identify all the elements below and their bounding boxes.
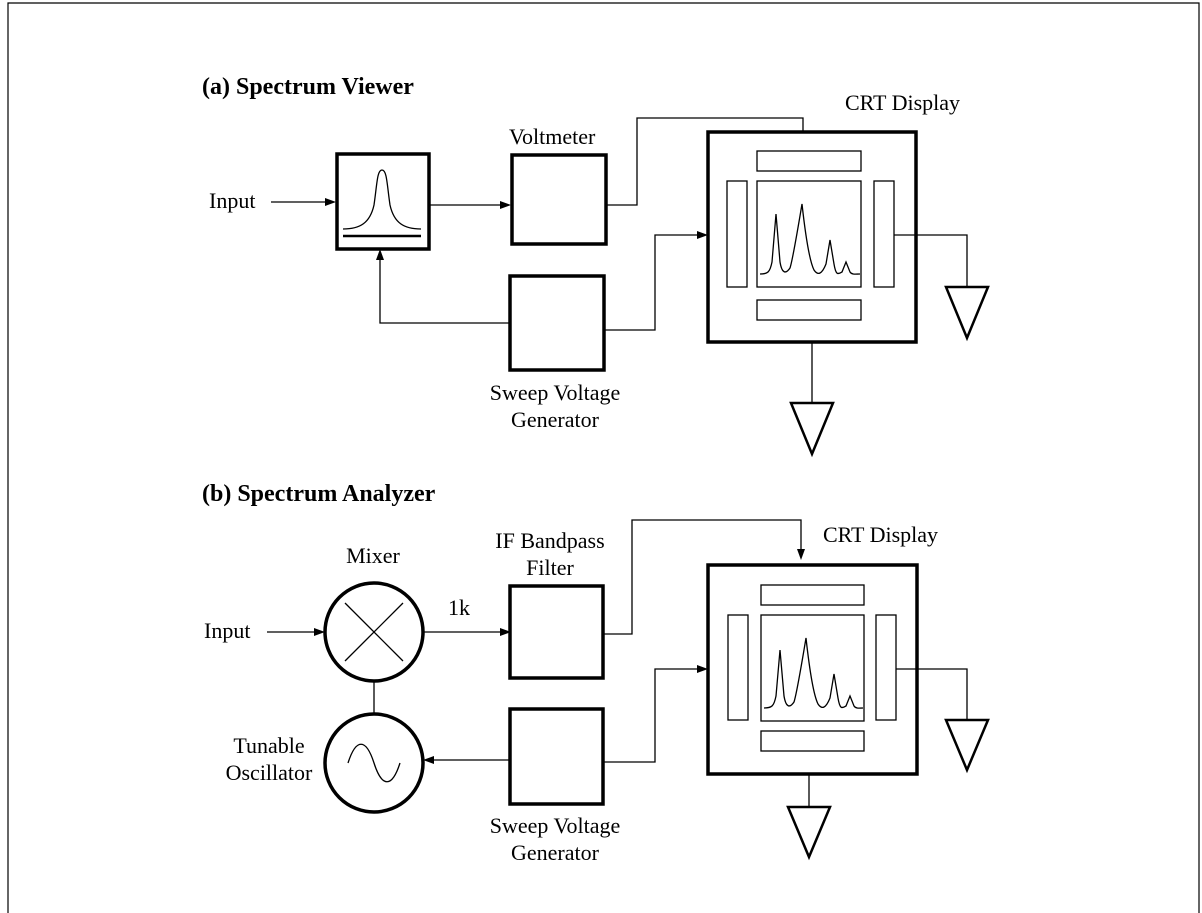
sweep-generator-block-b xyxy=(508,707,605,806)
section-a-title: (a) Spectrum Viewer xyxy=(202,74,414,100)
spectrum-trace-icon xyxy=(759,203,861,275)
mixer-block xyxy=(323,581,425,683)
outer-frame xyxy=(7,2,1200,913)
sweep-to-crt-wire-a xyxy=(604,234,700,331)
arrowhead xyxy=(500,628,511,636)
sweep-to-crt-wire-b xyxy=(603,668,700,763)
if-filter-block xyxy=(508,584,605,680)
arrowhead xyxy=(325,198,336,206)
sweep-label-a-line2: Generator xyxy=(511,407,600,432)
if-to-crt-wire xyxy=(603,519,802,635)
section-a: (a) Spectrum Viewer Input Voltmeter CRT … xyxy=(202,74,990,458)
arrowhead xyxy=(697,231,708,239)
section-b: (b) Spectrum Analyzer Input Mixer 1k IF … xyxy=(202,481,990,865)
sweep-label-a-line1: Sweep Voltage xyxy=(490,380,621,405)
ground-icon xyxy=(789,401,835,458)
sweep-to-filter-wire xyxy=(379,257,510,324)
ground-icon xyxy=(786,805,832,861)
sine-wave-icon xyxy=(347,743,401,783)
section-b-title: (b) Spectrum Analyzer xyxy=(202,481,436,507)
if-frequency-label: 1k xyxy=(448,595,470,620)
arrowhead xyxy=(314,628,325,636)
sweep-label-b-line2: Generator xyxy=(511,840,600,865)
arrowhead xyxy=(697,665,708,673)
bandpass-filter-block xyxy=(335,152,431,251)
sweep-generator-block-a xyxy=(508,274,606,372)
input-label-b: Input xyxy=(204,618,250,643)
voltmeter-label: Voltmeter xyxy=(509,124,596,149)
voltmeter-block xyxy=(510,153,608,246)
arrowhead xyxy=(797,549,805,560)
sweep-label-b-line1: Sweep Voltage xyxy=(490,813,621,838)
ground-icon xyxy=(944,718,990,774)
oscillator-label-line1: Tunable xyxy=(233,733,304,758)
crt-right-wire-b xyxy=(896,668,968,720)
arrowhead xyxy=(423,756,434,764)
ground-icon xyxy=(944,285,990,342)
crt-display-block-a xyxy=(706,130,918,344)
bandpass-curve-icon xyxy=(342,169,422,230)
input-label-a: Input xyxy=(209,188,255,213)
crt-display-block-b xyxy=(706,563,919,776)
if-filter-label-line2: Filter xyxy=(526,555,574,580)
if-filter-label-line1: IF Bandpass xyxy=(495,528,604,553)
oscillator-label-line2: Oscillator xyxy=(226,760,313,785)
spectrum-trace-icon xyxy=(763,637,864,709)
arrowhead xyxy=(376,249,384,260)
crt-label-b: CRT Display xyxy=(823,522,938,547)
arrowhead xyxy=(500,201,511,209)
crt-right-wire-a xyxy=(894,234,968,287)
crt-label-a: CRT Display xyxy=(845,90,960,115)
voltmeter-to-crt-wire xyxy=(606,117,804,206)
mixer-label: Mixer xyxy=(346,543,400,568)
tunable-oscillator-block xyxy=(323,712,425,814)
